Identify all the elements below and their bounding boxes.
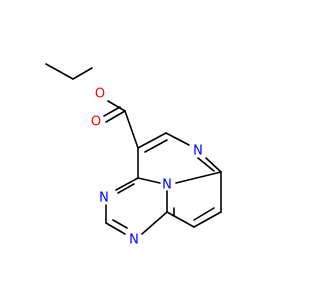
bond-ethyl-ch2-o [72,67,93,80]
bond-ring-c1-c2 [137,132,167,149]
bond-tri-c-n-bottom [105,222,126,235]
bond-ethyl-ch3 [45,63,74,80]
bond-carbonyl-o-double-b [103,106,121,117]
atom-triazine-nitrogen-bottom: N [129,233,139,248]
bond-o-carbonyl [107,100,126,112]
molecule-structure: O O N N N N [45,63,222,248]
bond-ring-n-c3 [205,157,222,173]
bond-pyr-c6-c7 [166,211,195,228]
bond-ring-c2-n [165,132,190,146]
bond-pyr-c5-c6-double [193,207,215,221]
bond-tri-n-bottom-c7 [141,211,168,235]
atom-triazine-nitrogen-left: N [99,191,109,206]
bond-ring-c4-bridge-n [137,177,161,184]
atom-bridgehead-nitrogen: N [162,178,172,193]
bond-pyr-c5-c6 [193,211,222,228]
bond-ring-c1-c2-double [144,139,168,153]
atom-ether-oxygen: O [95,87,105,102]
molecule-canvas: O O N N N N [45,63,222,248]
bond-tri-c-n-bottom-double [112,219,128,229]
atom-carbonyl-oxygen: O [91,115,101,130]
atom-pyrimidine-nitrogen: N [193,144,203,159]
bond-ring-c3-bridge-n [175,171,222,184]
bond-ring-n-c3-double [197,157,215,172]
bond-tri-c4-n-left-double [117,183,135,194]
bond-carbonyl-ring [124,110,139,149]
bond-carbonyl-o-double-a [105,110,126,123]
bond-tri-c4-n-left [115,177,139,191]
